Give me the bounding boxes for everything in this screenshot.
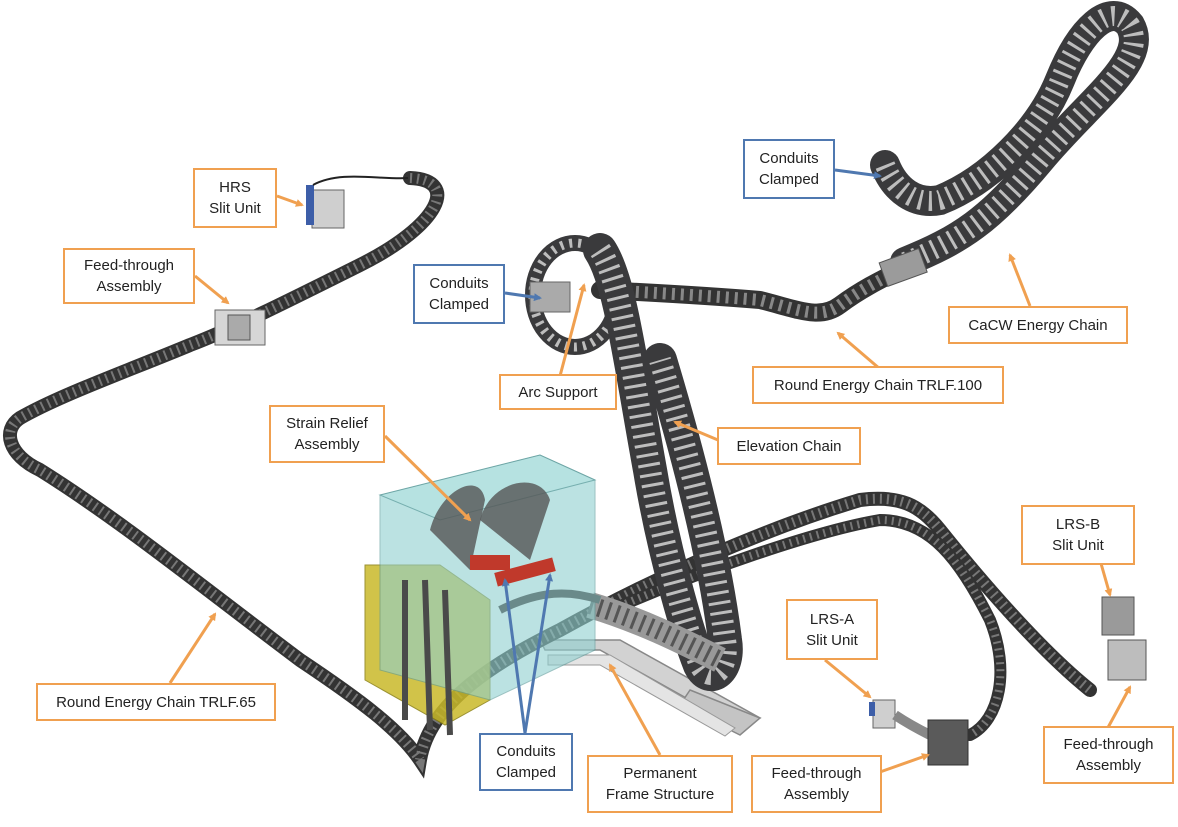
- callout-line: Feed-through: [1063, 736, 1154, 753]
- hrs-slit-unit: [306, 175, 409, 229]
- callout-feed-through-left: Feed-through Assembly: [63, 248, 195, 304]
- callout-line: Assembly: [294, 436, 360, 453]
- callout-conduits-clamped-mid: Conduits Clamped: [413, 264, 505, 324]
- callout-line: Strain Relief: [286, 415, 368, 432]
- callout-line: Round Energy Chain TRLF.100: [773, 376, 983, 394]
- cacw-chain: [870, 1, 1149, 277]
- callout-line: Conduits: [429, 275, 489, 292]
- callout-feed-through-right: Feed-through Assembly: [1043, 726, 1174, 784]
- lrs-b-slit-unit: [1101, 596, 1147, 681]
- callout-line: Round Energy Chain TRLF.65: [56, 693, 256, 711]
- callout-line: Permanent: [623, 765, 697, 782]
- callout-line: Clamped: [758, 171, 820, 188]
- callout-conduits-clamped-bottom: Conduits Clamped: [479, 733, 573, 791]
- callout-feed-through-bottom: Feed-through Assembly: [751, 755, 882, 813]
- callout-lrs-a-slit-unit: LRS-A Slit Unit: [786, 599, 878, 660]
- callout-line: Slit Unit: [1052, 537, 1104, 554]
- callout-line: LRS-A: [809, 610, 855, 628]
- callout-line: Clamped: [428, 296, 490, 313]
- callout-arc-support: Arc Support: [499, 374, 617, 410]
- callout-arrows: [168, 168, 1132, 774]
- callout-line: Conduits: [496, 743, 556, 760]
- callout-cacw-energy-chain: CaCW Energy Chain: [948, 306, 1128, 344]
- callout-line: Feed-through: [83, 257, 175, 274]
- callout-line: Assembly: [96, 278, 162, 295]
- callout-round-chain-trlf100: Round Energy Chain TRLF.100: [752, 366, 1004, 404]
- callout-permanent-frame-structure: Permanent Frame Structure: [587, 755, 733, 813]
- callout-line: HRS: [219, 179, 251, 196]
- callout-conduits-clamped-top-right: Conduits Clamped: [743, 139, 835, 199]
- callout-lrs-b-slit-unit: LRS-B Slit Unit: [1021, 505, 1135, 565]
- callout-line: Arc Support: [518, 383, 598, 401]
- strain-relief-box: [364, 454, 602, 736]
- callout-line: Elevation Chain: [736, 437, 842, 455]
- callout-line: Feed-through: [771, 765, 862, 782]
- callout-hrs-slit-unit: HRS Slit Unit: [193, 168, 277, 228]
- callout-elevation-chain: Elevation Chain: [717, 427, 861, 465]
- callout-line: Clamped: [495, 764, 557, 781]
- callout-line: Assembly: [1075, 757, 1142, 774]
- feed-through-left: [214, 309, 266, 346]
- callout-line: Assembly: [783, 786, 850, 803]
- callout-line: Slit Unit: [209, 200, 261, 217]
- callout-round-chain-trlf65: Round Energy Chain TRLF.65: [36, 683, 276, 721]
- callout-line: Conduits: [759, 150, 819, 167]
- callout-line: LRS-B: [1055, 516, 1101, 533]
- callout-line: CaCW Energy Chain: [968, 316, 1108, 334]
- callout-line: Frame Structure: [605, 786, 715, 803]
- callout-line: Slit Unit: [806, 631, 858, 649]
- callout-strain-relief-assembly: Strain Relief Assembly: [269, 405, 385, 463]
- lrs-a-slit-unit: [869, 699, 969, 766]
